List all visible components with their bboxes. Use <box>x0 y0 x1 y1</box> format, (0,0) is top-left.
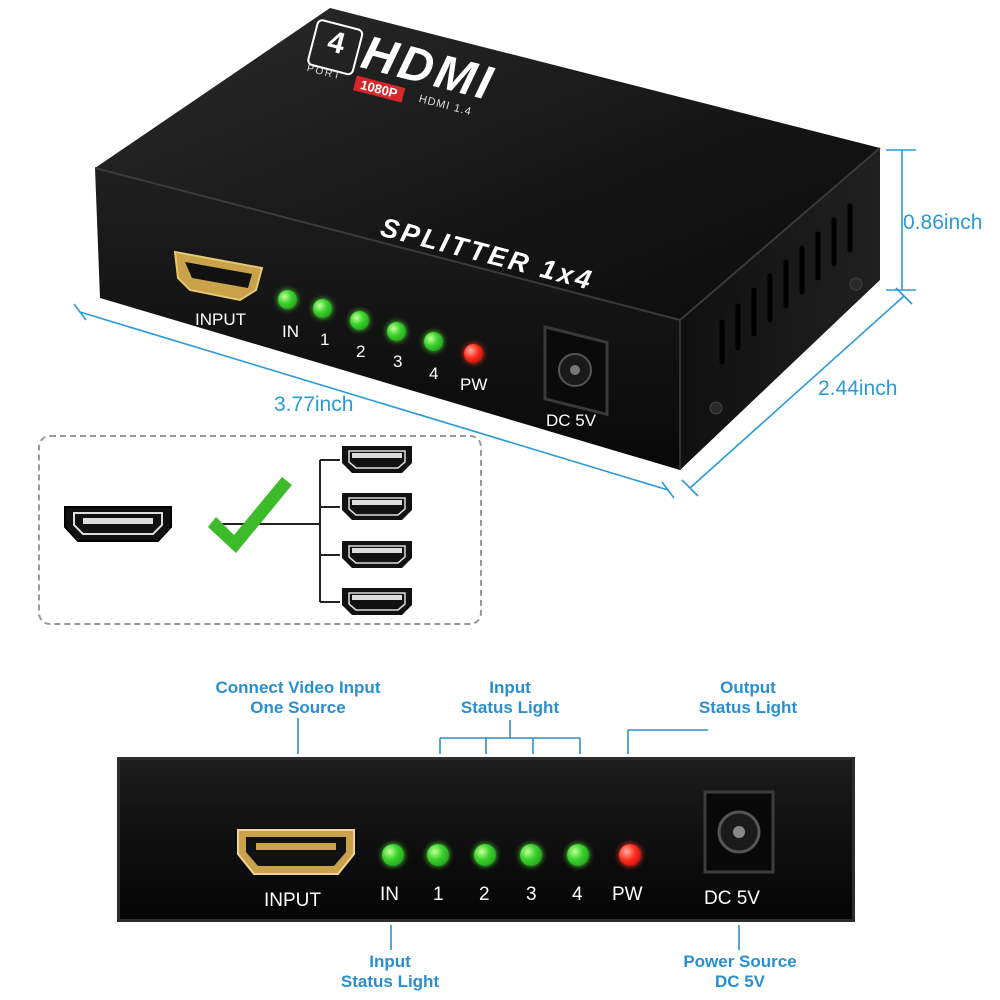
top-led-in <box>278 290 297 309</box>
callout-lines <box>297 718 740 950</box>
top-dc-label: DC 5V <box>546 411 597 430</box>
output-hdmi-icon-2 <box>342 493 412 520</box>
top-input-label: INPUT <box>195 310 246 329</box>
front-led-label-1: 1 <box>433 884 444 905</box>
front-hdmi-port-icon <box>237 829 355 875</box>
dimension-length: 3.77inch <box>274 393 354 416</box>
side-screw-2 <box>849 277 863 291</box>
top-led-label-in: IN <box>282 322 299 341</box>
callout-output-status-text: Output Status Light <box>698 678 798 717</box>
callout-input-status-top-text: Input Status Light <box>460 678 560 717</box>
front-face <box>95 168 680 470</box>
front-led-pw <box>619 844 641 866</box>
callout-power-source-text: Power Source DC 5V <box>683 952 797 991</box>
front-led-label-in: IN <box>380 884 399 905</box>
top-led-2 <box>350 311 369 330</box>
callout-input-status-top: Input Status Light <box>430 678 590 718</box>
front-led-label-pw: PW <box>612 884 643 905</box>
top-led-label-4: 4 <box>429 364 439 383</box>
side-face <box>680 148 880 470</box>
top-led-label-2: 2 <box>356 342 366 361</box>
front-led-1 <box>427 844 449 866</box>
output-hdmi-icon-4 <box>342 588 412 615</box>
check-icon <box>208 477 292 553</box>
dimension-lines <box>73 149 916 499</box>
input-hdmi-icon <box>64 506 172 542</box>
top-led-label-3: 3 <box>393 352 403 371</box>
callout-connect-video-text: Connect Video Input One Source <box>215 678 381 717</box>
callout-power-source: Power Source DC 5V <box>660 952 820 992</box>
front-led-label-2: 2 <box>479 884 490 905</box>
dimension-width: 2.44inch <box>818 377 898 400</box>
callout-output-status: Output Status Light <box>668 678 828 718</box>
connection-diagram-art <box>64 446 412 615</box>
front-input-label: INPUT <box>264 890 321 911</box>
side-screw-1 <box>709 401 723 415</box>
top-led-pw <box>464 344 483 363</box>
front-led-in <box>382 844 404 866</box>
connection-diagram <box>38 435 482 625</box>
top-led-1 <box>313 299 332 318</box>
front-led-4 <box>567 844 589 866</box>
product-3d-view <box>94 8 881 470</box>
top-led-label-1: 1 <box>320 330 330 349</box>
front-dc-label: DC 5V <box>704 888 760 909</box>
dimension-height: 0.86inch <box>903 211 983 234</box>
top-led-4 <box>424 332 443 351</box>
front-dc-jack-icon <box>703 790 775 874</box>
output-hdmi-icon-1 <box>342 446 412 473</box>
front-led-2 <box>474 844 496 866</box>
output-hdmi-icon-3 <box>342 541 412 568</box>
callout-input-status-bottom: Input Status Light <box>310 952 470 992</box>
top-led-3 <box>387 322 406 341</box>
callout-connect-video: Connect Video Input One Source <box>188 678 408 718</box>
front-led-label-4: 4 <box>572 884 583 905</box>
side-vents <box>719 203 853 365</box>
front-led-label-3: 3 <box>526 884 537 905</box>
top-face <box>95 8 880 320</box>
front-led-3 <box>520 844 542 866</box>
top-led-label-pw: PW <box>460 375 488 394</box>
callout-input-status-bottom-text: Input Status Light <box>340 952 440 991</box>
